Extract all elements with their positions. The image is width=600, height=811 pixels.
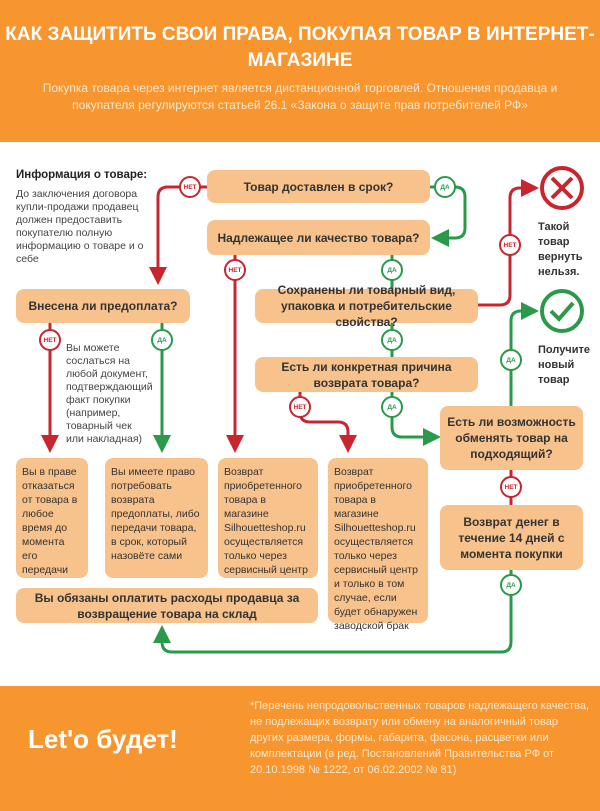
check-icon bbox=[540, 289, 584, 333]
info-text: До заключения договора купли-продажи про… bbox=[16, 188, 144, 265]
result-refund: Возврат денег в течение 14 дней с момент… bbox=[440, 505, 583, 570]
arrow-delivered-no bbox=[149, 185, 207, 285]
page-subtitle: Покупка товара через интернет является д… bbox=[42, 81, 558, 112]
badge-yes: ДА bbox=[500, 349, 522, 371]
question-exchange: Есть ли возможность обменять товар на по… bbox=[440, 406, 583, 470]
info-block: Информация о товаре: До заключения догов… bbox=[16, 168, 152, 266]
badge-no: НЕТ bbox=[179, 176, 201, 198]
footnote: *Перечень непродовольственных товаров на… bbox=[250, 700, 590, 776]
logo: Let'o будет! bbox=[28, 724, 178, 754]
arrow-reason-yes bbox=[390, 392, 441, 446]
badge-no: НЕТ bbox=[499, 234, 521, 256]
badge-yes: ДА bbox=[434, 176, 456, 198]
result-pay-costs: Вы обязаны оплатить расходы продавца за … bbox=[16, 588, 318, 623]
question-quality: Надлежащее ли качество товара? bbox=[207, 220, 430, 255]
question-preserved: Сохранены ли товарный вид, упаковка и по… bbox=[255, 283, 478, 329]
question-prepaid: Внесена ли предоплата? bbox=[16, 289, 190, 323]
badge-no: НЕТ bbox=[224, 259, 246, 281]
result-service1: Возврат приобретенного товара в магазине… bbox=[218, 458, 318, 578]
arrow-delivered-yes bbox=[430, 185, 467, 247]
badge-no: НЕТ bbox=[39, 329, 61, 351]
badge-yes: ДА bbox=[151, 329, 173, 351]
result-prepay-right: Вы имеете право потребовать возврата пре… bbox=[105, 458, 208, 578]
x-icon bbox=[540, 166, 584, 210]
info-title: Информация о товаре: bbox=[16, 169, 148, 181]
badge-yes: ДА bbox=[381, 329, 403, 351]
badge-no: НЕТ bbox=[289, 396, 311, 418]
badge-yes: ДА bbox=[381, 396, 403, 418]
badge-no: НЕТ bbox=[500, 476, 522, 498]
result-service2: Возврат приобретенного товара в магазине… bbox=[328, 458, 428, 632]
arrow-refund-yes bbox=[153, 570, 513, 654]
question-delivered: Товар доставлен в срок? bbox=[207, 170, 430, 203]
badge-yes: ДА bbox=[500, 574, 522, 596]
page-title: КАК ЗАЩИТИТЬ СВОИ ПРАВА, ПОКУПАЯ ТОВАР В… bbox=[5, 24, 595, 71]
new-item-text: Получите новый товар bbox=[538, 344, 590, 386]
arrow-exchange-yes bbox=[509, 302, 539, 406]
result-refuse: Вы в праве отказаться от товара в любое … bbox=[16, 458, 88, 578]
header: КАК ЗАЩИТИТЬ СВОИ ПРАВА, ПОКУПАЯ ТОВАР В… bbox=[0, 0, 600, 142]
badge-yes: ДА bbox=[381, 259, 403, 281]
document-note: Вы можете сослаться на любой документ, п… bbox=[66, 342, 153, 445]
question-reason: Есть ли конкретная причина возврата това… bbox=[255, 357, 478, 392]
cannot-return-text: Такой товар вернуть нельзя. bbox=[538, 221, 583, 278]
footer: Let'o будет! *Перечень непродовольственн… bbox=[0, 686, 600, 811]
